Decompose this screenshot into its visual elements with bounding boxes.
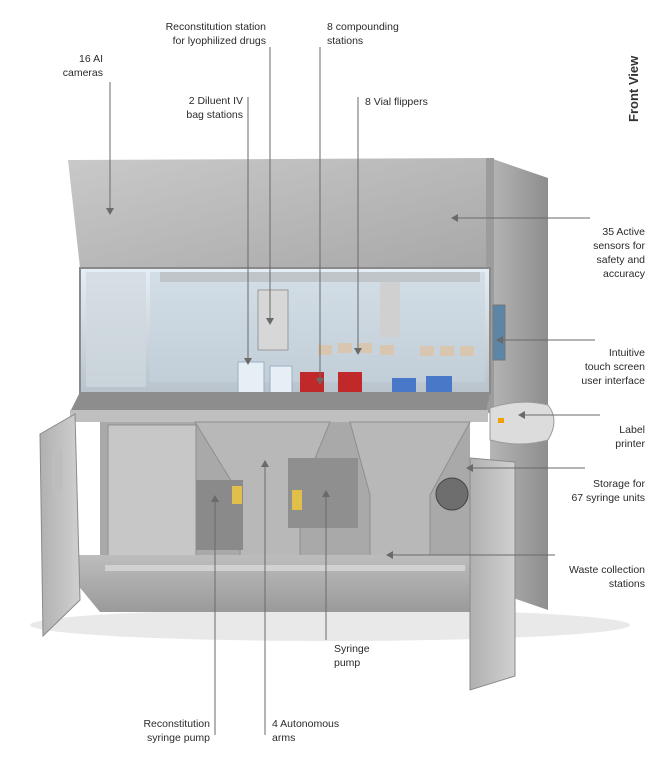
callout-line: Label xyxy=(619,424,645,436)
callout-vial-flippers: 8 Vial flippers xyxy=(365,95,428,109)
side-cabinet xyxy=(107,424,197,558)
callout-line: Syringe xyxy=(334,643,370,655)
callout-line: touch screen xyxy=(584,361,645,373)
callout-line: 35 Active xyxy=(602,226,645,238)
callout-syringe-pump: Syringe pump xyxy=(334,642,370,670)
vial-flippers xyxy=(318,343,474,356)
callout-line: 2 Diluent IV xyxy=(188,95,243,107)
callout-waste: Waste collection stations xyxy=(545,563,645,591)
hood-front xyxy=(68,158,490,268)
label-printer-device xyxy=(489,401,555,445)
callout-touch-screen: Intuitive touch screen user interface xyxy=(560,346,645,388)
touch-screen xyxy=(492,304,506,361)
floor-shadow xyxy=(30,609,630,641)
callout-line: accuracy xyxy=(602,268,645,280)
callout-line: 16 AI xyxy=(79,53,103,65)
work-surface xyxy=(70,392,490,412)
callout-line: pump xyxy=(334,657,361,669)
callout-line: cameras xyxy=(62,67,103,79)
callout-line: bag stations xyxy=(186,109,243,121)
callout-line: Reconstitution station xyxy=(165,21,266,33)
leader-lines xyxy=(109,47,600,735)
callout-line: Reconstitution xyxy=(143,718,210,730)
callout-line: 8 Vial flippers xyxy=(365,96,428,108)
callout-active-sensors: 35 Active sensors for safety and accurac… xyxy=(560,225,645,281)
callout-label-printer: Label printer xyxy=(580,423,645,451)
right-door xyxy=(469,457,516,691)
callout-line: 67 syringe units xyxy=(571,492,645,504)
callout-line: stations xyxy=(608,578,645,590)
callout-recon-pump: Reconstitution syringe pump xyxy=(128,717,210,745)
callout-autonomous-arms: 4 Autonomous arms xyxy=(272,717,339,745)
callout-line: 4 Autonomous xyxy=(272,718,340,730)
callout-line: user interface xyxy=(581,375,645,387)
callout-diluent-bag: 2 Diluent IV bag stations xyxy=(170,94,243,122)
callout-line: Waste collection xyxy=(568,564,645,576)
callout-line: Storage for xyxy=(593,478,645,490)
front-view-title: Front View xyxy=(600,56,660,122)
callout-line: printer xyxy=(615,438,645,450)
callout-line: stations xyxy=(327,35,364,47)
waste-wheel xyxy=(435,477,469,511)
base xyxy=(72,555,470,612)
callout-line: safety and xyxy=(596,254,645,266)
left-door xyxy=(39,413,81,638)
callout-line: Intuitive xyxy=(608,347,645,359)
callout-ai-cameras: 16 AI cameras xyxy=(55,52,103,80)
callout-compounding-stations: 8 compounding stations xyxy=(327,20,399,48)
page-title: Front View xyxy=(626,55,641,122)
callout-line: sensors for xyxy=(593,240,645,252)
callout-line: for lyophilized drugs xyxy=(172,35,266,47)
callout-line: arms xyxy=(272,732,296,744)
callout-line: 8 compounding xyxy=(327,21,399,33)
callout-line: syringe pump xyxy=(146,732,210,744)
callout-storage: Storage for 67 syringe units xyxy=(545,477,645,505)
callout-reconstitution-station: Reconstitution station for lyophilized d… xyxy=(140,20,266,48)
arrow-heads xyxy=(106,208,525,559)
